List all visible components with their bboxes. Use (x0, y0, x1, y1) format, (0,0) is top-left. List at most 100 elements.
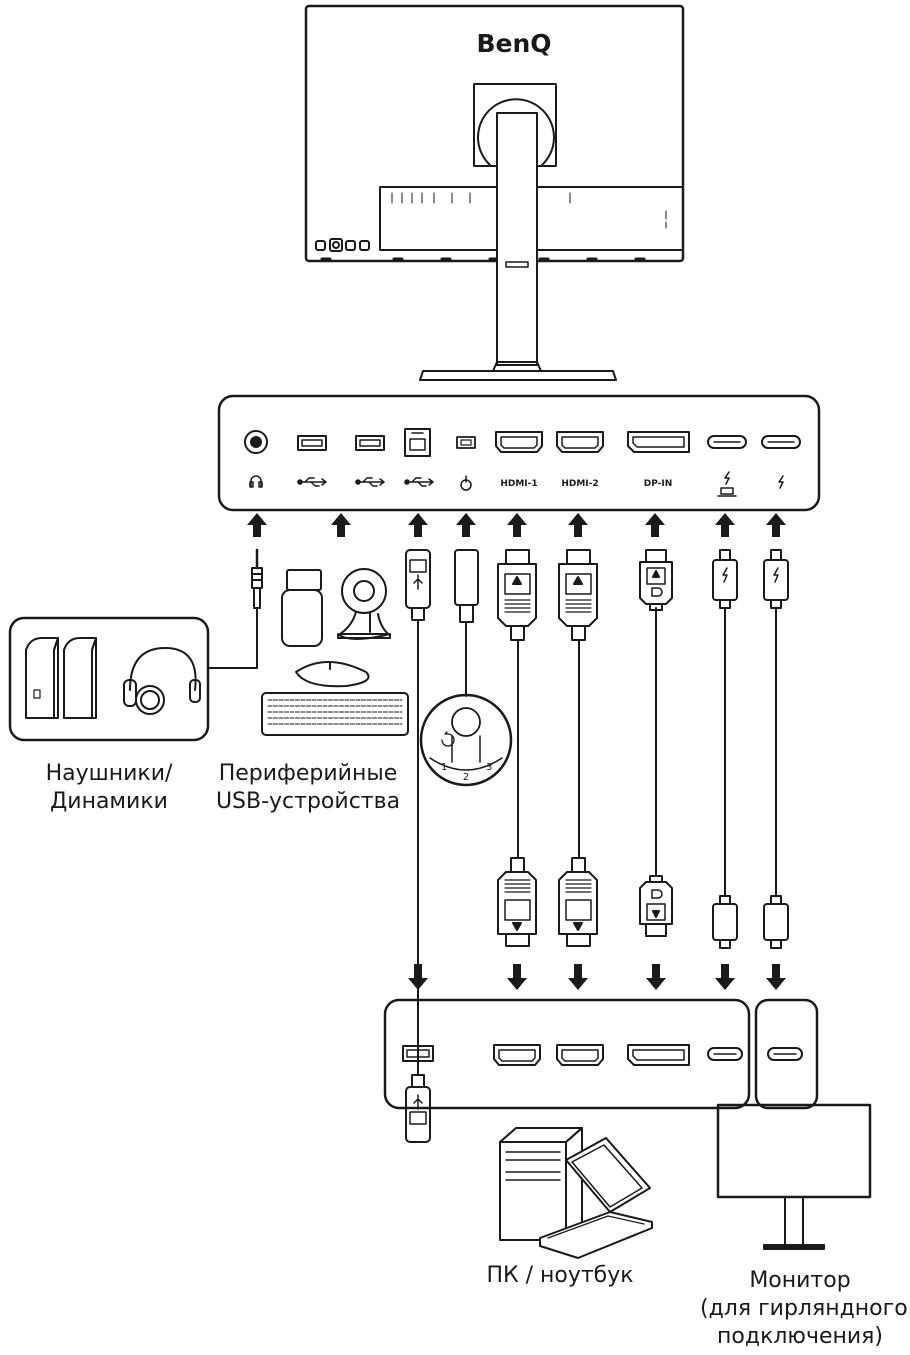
monitor-label-line-3: подключения) (717, 1323, 883, 1349)
usb-peripherals-label: Периферийные USB-устройства (208, 760, 408, 816)
thunderbolt-laptop-icon (717, 471, 737, 497)
monitor-label-line-2: (для гирляндного (700, 1295, 908, 1321)
controller-port (456, 436, 476, 449)
dp-in-label: DP-IN (644, 479, 673, 489)
up-arrow-usb-b (408, 513, 428, 537)
usb-a-plug-top (405, 549, 431, 621)
laptop-base (539, 1211, 653, 1259)
thunderbolt-out-port (761, 435, 801, 449)
controller-plug-top (454, 549, 479, 623)
usb-label-line-1: Периферийные (218, 761, 398, 786)
rear-port-markers (391, 192, 667, 229)
up-arrow-usb-a (331, 513, 351, 537)
up-arrows (247, 513, 786, 537)
pc-label-line: ПК / ноутбук (486, 1263, 634, 1288)
down-arrow-thunderbolt-2 (766, 964, 786, 990)
monitor-brand-logo: BenQ (476, 29, 551, 58)
hdmi-2-label: HDMI-2 (561, 479, 598, 489)
cable-lines (208, 607, 777, 1076)
up-arrow-hdmi-1 (507, 513, 527, 537)
headphones-label-line-1: Наушники/ (45, 761, 173, 786)
puck-icon (460, 475, 472, 491)
usb-a-plug-bottom (405, 1074, 431, 1143)
pc-hdmi-port-1 (493, 1044, 541, 1066)
headphones-label-line-2: Динамики (50, 788, 168, 814)
headphone-icon (249, 475, 263, 488)
usb-flash-drive-icon (281, 569, 323, 647)
up-arrow-thunderbolt-2 (766, 513, 786, 537)
pc-dp-port (627, 1044, 690, 1066)
port-panel-frame (217, 394, 821, 512)
up-arrow-audio (247, 513, 267, 537)
daisy-monitor-label: Монитор (для гирляндного подключения) (700, 1267, 908, 1351)
stand-slot (505, 261, 529, 268)
hdmi-1-plug-top (497, 549, 537, 641)
controller-button-1: 1 (441, 762, 447, 773)
dp-in-port (627, 431, 690, 453)
stand-base-top (492, 361, 542, 372)
daisy-chain-monitor-icon (716, 1103, 872, 1250)
stand-column (496, 112, 538, 366)
hdmi-2-plug-top (558, 549, 598, 641)
mouse-icon (295, 661, 370, 688)
hdmi-2-plug-bottom (558, 857, 598, 947)
monitor-rear-illustration: BenQ (304, 4, 685, 381)
dp-plug-top (639, 549, 673, 611)
down-arrow-hdmi-2 (568, 964, 588, 990)
stand-neck-ring (477, 98, 555, 166)
webcam-icon (337, 568, 391, 640)
down-arrow-hdmi-1 (507, 964, 527, 990)
keyboard-icon (261, 692, 409, 736)
thunderbolt-plug-top-2 (763, 549, 789, 609)
pc-label: ПК / ноутбук (470, 1262, 650, 1290)
up-arrow-thunderbolt-1 (715, 513, 735, 537)
down-arrow-thunderbolt-1 (715, 964, 735, 990)
audio-cable (208, 607, 258, 669)
usb-label-line-2: USB-устройства (215, 788, 401, 814)
thunderbolt-icon (778, 475, 784, 489)
audio-plug (251, 548, 263, 609)
stand-base (419, 370, 617, 381)
daisy-chain-port-panel (754, 998, 819, 1110)
monitor-side-buttons (315, 238, 370, 252)
back-icon (441, 731, 455, 747)
hdmi-1-plug-bottom (497, 857, 537, 947)
pc-laptop-icon (499, 1127, 653, 1259)
hdmi-1-port (495, 431, 543, 453)
speaker-icon (25, 637, 97, 719)
headphones-icon (123, 647, 201, 715)
thunderbolt-plug-bottom-1 (712, 895, 738, 949)
controller-button-3: 3 (486, 762, 492, 773)
thunderbolt-plug-top-1 (712, 549, 738, 609)
down-arrows (408, 964, 786, 990)
pc-port-panel (383, 998, 751, 1110)
up-arrow-dp (645, 513, 665, 537)
audio-port (244, 430, 268, 454)
usb-icon (355, 477, 385, 487)
headphones-speakers-box (8, 616, 210, 742)
controller-puck: 1 2 3 (419, 693, 513, 787)
thunderbolt-plug-bottom-2 (763, 895, 789, 949)
pc-hdmi-port-2 (556, 1044, 604, 1066)
monitor-label-line-1: Монитор (749, 1268, 851, 1293)
port-panel: HDMI-1 HDMI-2 DP-IN (217, 394, 821, 512)
down-arrow-dp (646, 964, 666, 990)
hdmi-1-label: HDMI-1 (500, 479, 537, 489)
usb-a-port-2 (355, 435, 385, 451)
usb-icon (297, 477, 327, 487)
usb-icon (404, 477, 434, 487)
down-arrow-usb (408, 964, 428, 990)
hdmi-2-port (556, 431, 604, 453)
headphones-label: Наушники/ Динамики (14, 760, 204, 816)
pc-thunderbolt-port (707, 1047, 743, 1061)
up-arrow-hdmi-2 (568, 513, 588, 537)
usb-b-port (404, 428, 431, 457)
usb-a-port-1 (297, 435, 327, 451)
pc-usb-port (402, 1045, 434, 1062)
controller-button-2: 2 (463, 772, 469, 783)
thunderbolt-laptop-port (707, 435, 747, 449)
laptop-screen (565, 1137, 651, 1213)
dp-plug-bottom (639, 875, 673, 937)
